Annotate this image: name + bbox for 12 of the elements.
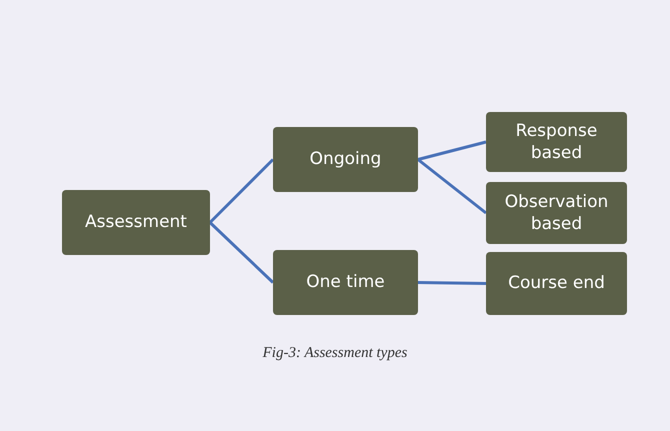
- category-box: One time: [273, 250, 418, 315]
- category-box: Response based: [486, 112, 627, 172]
- connector-line: [417, 158, 487, 214]
- connector-line: [418, 281, 486, 285]
- category-box: Course end: [486, 252, 627, 315]
- connector-line: [208, 221, 274, 284]
- connector-line: [418, 140, 486, 161]
- figure-caption: Fig-3: Assessment types: [262, 345, 408, 362]
- category-box: Observation based: [486, 182, 627, 244]
- category-box: Ongoing: [273, 127, 418, 192]
- connector-line: [208, 158, 274, 224]
- category-box: Assessment: [62, 190, 210, 255]
